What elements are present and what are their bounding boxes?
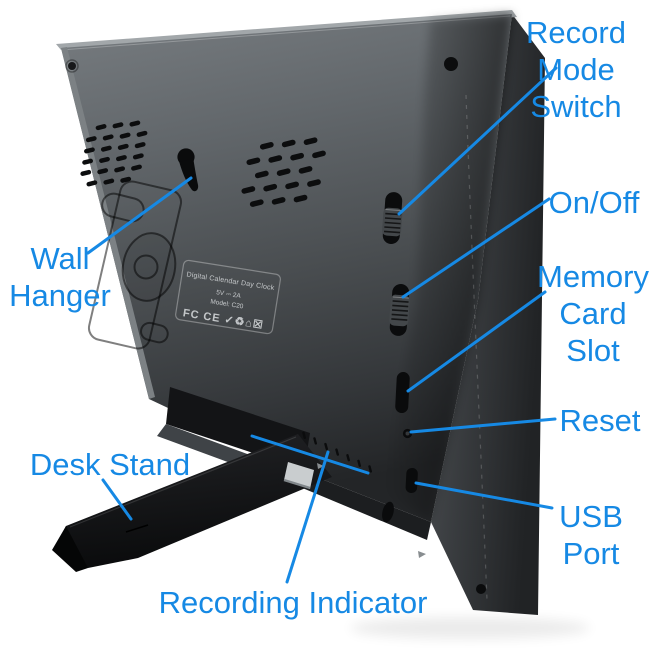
device-right-side-panel [431, 14, 545, 615]
button-panel [87, 180, 183, 350]
speaker-grille-center [241, 137, 326, 207]
hole-bottom-oval [382, 501, 394, 523]
memory-card-slot-opening [395, 372, 410, 414]
recording-indicator-vents [302, 431, 372, 473]
desk-stand [52, 434, 332, 572]
record-mode-switch-control [382, 192, 403, 244]
dpad-center-button [133, 254, 159, 280]
memory-card-slot-line [406, 290, 547, 393]
arrow-marking-left [317, 463, 324, 469]
bottom-rim-highlight [157, 424, 250, 468]
wall-hanger-keyhole [177, 148, 199, 192]
recording-indicator-line [285, 450, 330, 584]
screw-hole-top-left [65, 59, 79, 73]
hole-top-right [444, 57, 458, 71]
on-off-line [401, 197, 551, 299]
recording-indicator-underline [250, 434, 370, 475]
reset-hole [402, 428, 413, 439]
record-mode-switch-line [397, 66, 558, 216]
stand-hinge-connector [283, 462, 314, 490]
plate-power-rating: 5V ⎓ 2A [216, 289, 242, 300]
arrow-marking-right [418, 551, 426, 558]
callout-leader-lines [86, 66, 558, 584]
floor-shadow [350, 617, 590, 639]
side-panel-seam [465, 94, 488, 601]
usb-port-line [414, 481, 554, 510]
reset-line [409, 417, 557, 434]
bottom-underside-lip [300, 473, 431, 540]
desk-stand-line [101, 478, 133, 521]
bottom-button [140, 321, 169, 344]
speaker-grille-left [80, 120, 148, 187]
device-left-bevel [61, 47, 155, 399]
wall-hanger-line [86, 176, 193, 255]
dpad-ring [121, 232, 177, 302]
hole-bottom-right [476, 584, 486, 594]
usb-port-opening [405, 467, 418, 493]
